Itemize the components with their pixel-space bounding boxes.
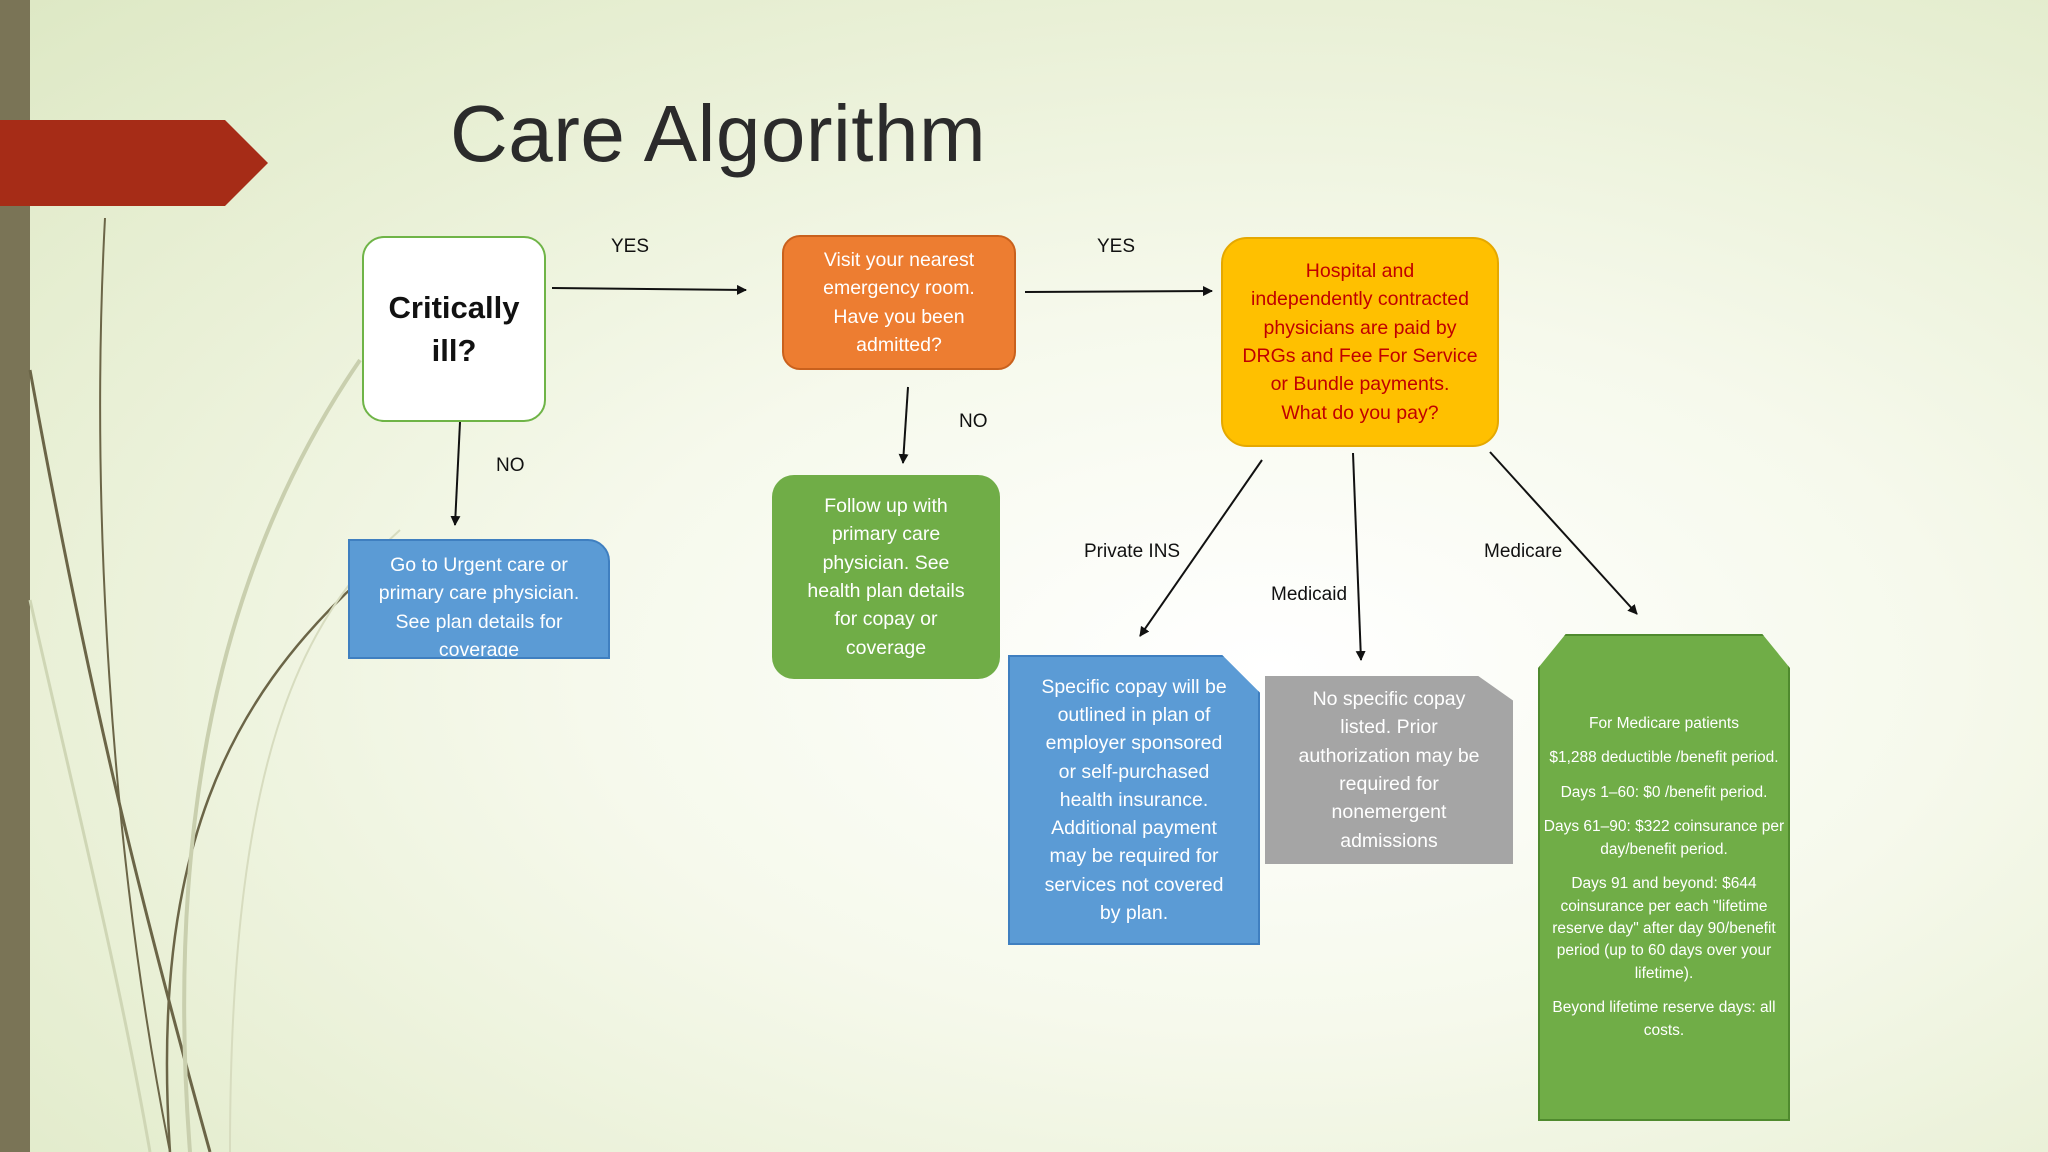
node-line: Have you been [833, 305, 965, 328]
edge-label-critical-no: NO [496, 455, 525, 476]
edge-hospital-to-medicare [1489, 451, 1638, 615]
edge-hospital-to-medicaid [1352, 452, 1366, 661]
node-line: Hospital and [1305, 260, 1415, 283]
node-line: health insurance. [1059, 788, 1209, 811]
edge-label-private-ins: Private INS [1084, 541, 1181, 562]
node-line: or self-purchased [1058, 760, 1210, 783]
node-line: independently contracted [1251, 288, 1469, 311]
edge-label-critical-yes: YES [611, 236, 650, 257]
node-paragraph: Beyond lifetime reserve days: all costs. [1552, 999, 1776, 1039]
node-line: See plan details for [395, 610, 563, 633]
node-line: admitted? [856, 333, 942, 356]
node-line: ill? [431, 333, 477, 368]
node-line: Additional payment [1051, 817, 1217, 840]
edge-er-to-hospital [1024, 286, 1213, 297]
node-line: physicians are paid by [1263, 316, 1457, 339]
edge-label-er-yes: YES [1097, 236, 1136, 257]
node-line: DRGs and Fee For Service [1242, 345, 1478, 367]
node-follow-up: Follow up with primary care physician. S… [772, 475, 1000, 679]
node-paragraph: Days 1–60: $0 /benefit period. [1560, 783, 1768, 801]
node-line: authorization may be [1298, 744, 1480, 767]
edge-label-medicaid: Medicaid [1271, 584, 1348, 605]
node-line: No specific copay [1312, 688, 1466, 711]
node-line: primary care [831, 523, 941, 546]
node-line: employer sponsored [1045, 732, 1223, 755]
node-critically-ill: Critically ill? [362, 236, 546, 422]
slide-title: Care Algorithm [450, 89, 987, 178]
node-medicare: For Medicare patients $1,288 deductible … [1538, 634, 1790, 1121]
node-line: admissions [1340, 829, 1438, 852]
edge-critical-to-er [551, 284, 747, 295]
edge-label-er-no: NO [959, 411, 988, 432]
node-line: services not covered [1044, 873, 1224, 896]
node-urgent-care: Go to Urgent care or primary care physic… [348, 539, 610, 659]
node-line: health plan details [807, 580, 965, 602]
node-line: coverage [438, 638, 520, 659]
node-paragraph: For Medicare patients [1589, 714, 1739, 732]
node-medicaid: No specific copay listed. Prior authoriz… [1265, 676, 1513, 864]
node-line: physician. See [822, 551, 950, 574]
node-line: or Bundle payments. [1270, 373, 1450, 396]
node-line: Visit your nearest [823, 248, 975, 271]
decorative-curves [28, 217, 401, 1152]
node-line: Specific copay will be [1041, 675, 1227, 698]
edge-label-medicare: Medicare [1484, 541, 1563, 562]
node-line: What do you pay? [1281, 401, 1439, 424]
node-paragraph: Days 61–90: $322 coinsurance per day/ben… [1543, 818, 1785, 858]
node-line: required for [1339, 773, 1439, 795]
node-paragraph: $1,288 deductible /benefit period. [1549, 749, 1779, 767]
node-line: Go to Urgent care or [390, 554, 568, 576]
edge-critical-to-urgent [450, 421, 461, 526]
node-emergency-room: Visit your nearest emergency room. Have … [782, 235, 1016, 370]
node-line: coverage [845, 636, 927, 659]
node-line: may be required for [1049, 845, 1219, 868]
node-line: listed. Prior [1340, 716, 1438, 739]
node-line: emergency room. [823, 277, 975, 300]
node-hospital-payment: Hospital and independently contracted ph… [1221, 237, 1499, 447]
node-line: for copay or [834, 608, 938, 631]
node-line: outlined in plan of [1057, 704, 1211, 727]
node-private-insurance: Specific copay will be outlined in plan … [1008, 655, 1260, 945]
node-line: Follow up with [824, 495, 948, 518]
node-line: by plan. [1099, 901, 1169, 924]
title-arrow [0, 120, 268, 206]
node-line: primary care physician. [378, 582, 580, 605]
node-line: nonemergent [1331, 801, 1447, 824]
node-line: Critically [388, 289, 520, 325]
node-paragraph: Days 91 and beyond: $644 coinsurance per… [1552, 875, 1776, 982]
edge-hospital-to-private [1139, 459, 1263, 637]
edge-er-to-followup [898, 386, 909, 464]
